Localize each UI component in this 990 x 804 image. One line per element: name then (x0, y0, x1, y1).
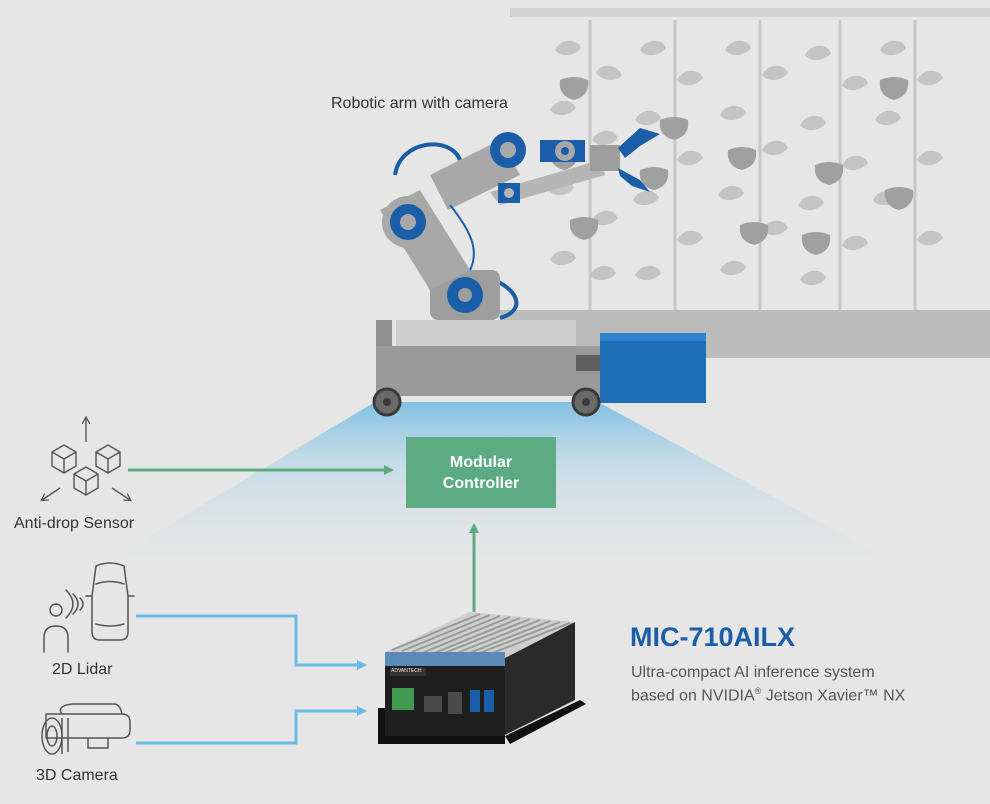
controller-label-line2: Controller (442, 474, 520, 492)
robotic-arm-label: Robotic arm with camera (331, 95, 508, 112)
camera-connector (136, 706, 367, 745)
product-desc-line2: based on NVIDIA® Jetson Xavier™ NX (631, 686, 905, 705)
security-camera-icon (41, 703, 131, 755)
lidar-label: 2D Lidar (52, 661, 113, 678)
controller-label-line1: Modular (449, 453, 513, 471)
robot-cart (372, 320, 706, 417)
lidar-connector (136, 614, 367, 670)
mic-710ailx-device (378, 612, 586, 744)
trellis-rail (510, 8, 990, 17)
device-brand-text: ADVANTECH (391, 668, 422, 674)
product-title: MIC-710AILX (630, 622, 796, 652)
tomato-plants (548, 20, 943, 312)
camera-label: 3D Camera (36, 767, 118, 784)
car-lidar-icon (43, 562, 135, 653)
registered-mark: ® (754, 686, 762, 696)
robotic-arm (380, 128, 660, 320)
anti-drop-sensor-label: Anti-drop Sensor (14, 515, 135, 532)
cubes-arrows-icon (42, 418, 130, 500)
modular-controller-box: Modular Controller (406, 437, 556, 508)
product-desc-b: Jetson Xavier™ NX (761, 687, 906, 705)
product-desc-a: based on NVIDIA (631, 687, 755, 705)
product-desc-line1: Ultra-compact AI inference system (631, 664, 875, 681)
